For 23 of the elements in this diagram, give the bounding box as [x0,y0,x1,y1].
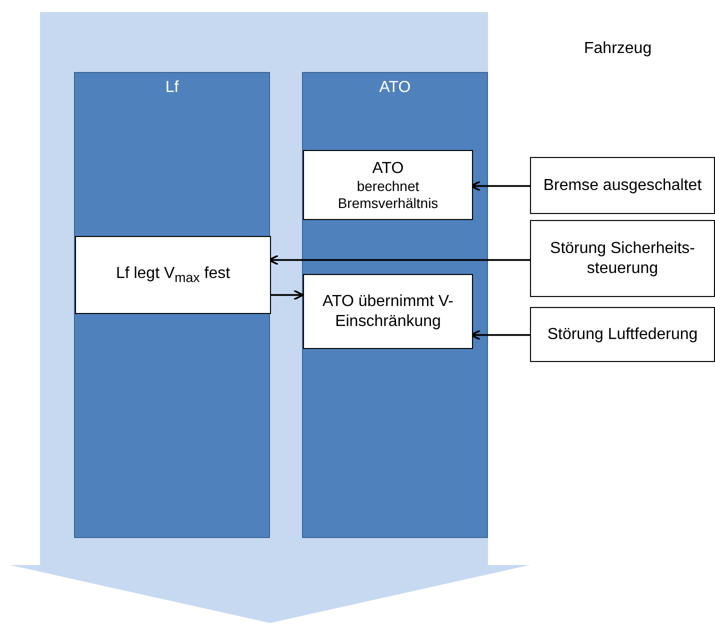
box-text: ATO übernimmt V- Einschränkung [322,292,454,331]
process-box [303,274,473,349]
box-text: berechnet Bremsverhältnis [336,178,440,212]
down-arrow-shape [10,12,530,623]
vehicle-label: Fahrzeug [584,40,652,58]
process-box [530,220,715,297]
arrow [268,254,530,266]
arrow [270,290,304,300]
box-text: Störung Luftfederung [547,324,698,344]
arrow [470,180,530,192]
process-box [530,307,715,362]
column-heading: Lf [164,79,180,97]
box-text: Lf legt V$_{max}$ fest [116,264,230,286]
process-box [530,157,715,214]
arrow [470,330,530,340]
box-text: Bremse ausgeschaltet [543,176,702,196]
box-text: Störung Sicherheits- steuerung [549,239,696,278]
process-box [75,236,271,314]
column-panel [302,72,488,538]
column-heading: ATO [378,79,412,97]
process-box [303,150,473,220]
column-panel [74,72,270,538]
box-text: ATO [372,158,404,178]
